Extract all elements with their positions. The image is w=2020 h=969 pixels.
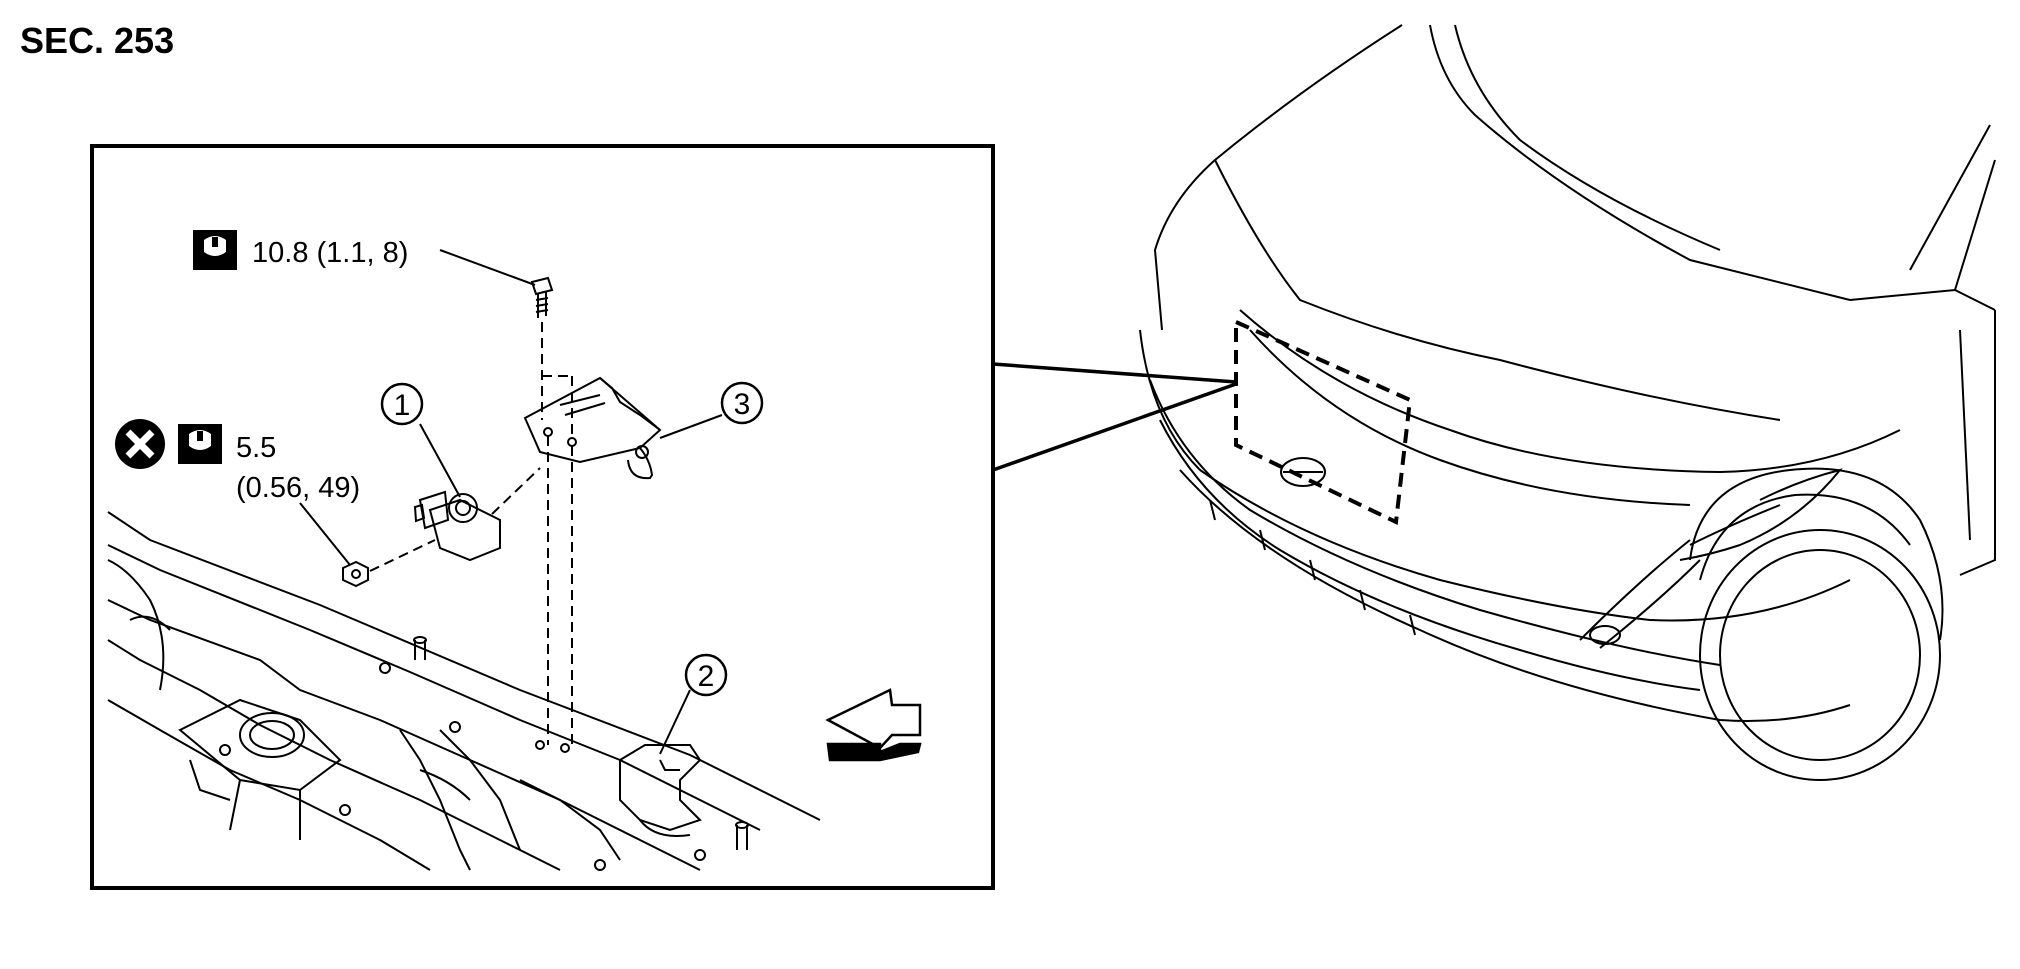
assembly-dash-lines [369, 322, 573, 748]
callout-2: 2 [684, 653, 728, 697]
nut-torque-line1: 5.5 [236, 432, 276, 464]
radiator-core-support [107, 511, 821, 871]
zoom-leader-lines [992, 362, 1237, 472]
detail-region-marker [1234, 318, 1413, 526]
callout-1: 1 [380, 382, 424, 426]
bolt [530, 276, 554, 318]
section-title: SEC. 253 [20, 20, 175, 61]
callout-2-number: 2 [698, 660, 715, 693]
detail-frame [90, 144, 995, 890]
torque-wrench-icon [193, 230, 237, 270]
callout-1-number: 1 [394, 389, 411, 422]
ambient-sensor [413, 490, 501, 562]
vehicle-front-view [1139, 24, 1996, 781]
sensor-bracket [523, 376, 662, 480]
callout-3: 3 [720, 381, 764, 425]
nut-torque-line2: (0.56, 49) [236, 472, 360, 504]
callout-leaders [299, 249, 723, 755]
do-not-reuse-icon [115, 419, 165, 469]
vehicle-front-arrow-icon [825, 688, 922, 762]
nut [342, 560, 369, 588]
callout-3-number: 3 [734, 388, 751, 421]
bolt-torque-value: 10.8 (1.1, 8) [252, 237, 408, 269]
torque-wrench-icon [178, 424, 222, 464]
